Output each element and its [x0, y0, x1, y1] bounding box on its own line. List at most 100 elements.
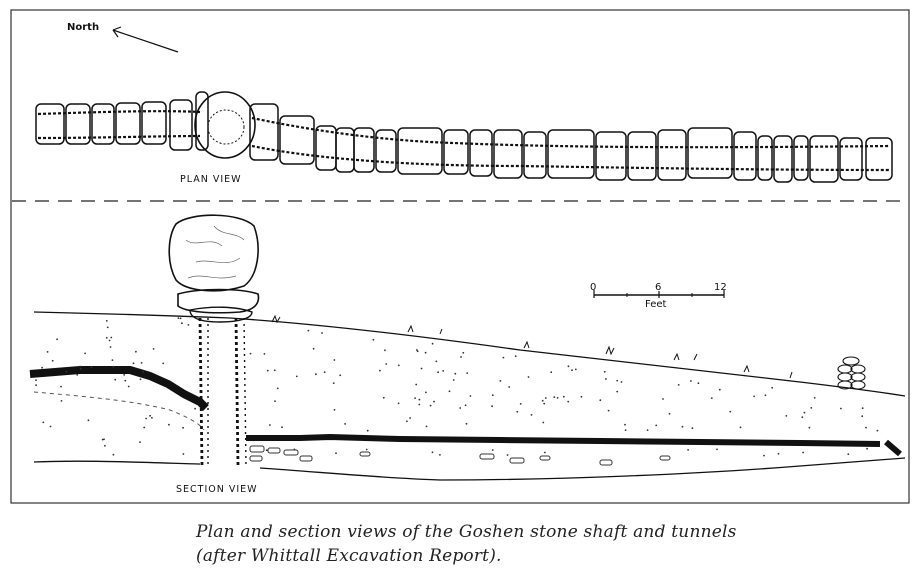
- soil-dot: [544, 451, 546, 454]
- soil-dot: [620, 381, 623, 383]
- soil-dot: [437, 371, 439, 374]
- soil-dot: [179, 317, 182, 320]
- shaft-inner: [207, 109, 245, 145]
- soil-dot: [397, 402, 400, 405]
- plan-stone-block: [757, 135, 773, 181]
- soil-dot: [177, 317, 180, 319]
- plan-stone-block: [493, 129, 523, 179]
- soil-dot: [810, 407, 813, 409]
- soil-dot: [861, 415, 864, 418]
- north-arrowhead: [112, 26, 122, 38]
- soil-dot: [269, 424, 271, 426]
- soil-dot: [168, 423, 170, 426]
- soil-dot: [372, 338, 375, 341]
- north-arrow: North: [67, 22, 179, 53]
- soil-dot: [764, 394, 767, 397]
- plan-stone-block: [839, 137, 863, 181]
- soil-dot: [266, 369, 269, 372]
- soil-dot: [49, 425, 52, 428]
- soil-dot: [108, 339, 111, 342]
- soil-dot: [41, 366, 43, 369]
- soil-dot: [599, 399, 602, 402]
- soil-dot: [142, 371, 145, 373]
- soil-stipple: [35, 317, 879, 457]
- soil-dot: [151, 417, 153, 419]
- section-bottom: [33, 457, 906, 481]
- soil-dot: [249, 352, 252, 355]
- tunnel-floor-stones: [249, 445, 671, 466]
- soil-dot: [605, 378, 607, 380]
- soil-dot: [607, 409, 610, 412]
- north-label: North: [67, 22, 99, 33]
- plan-stone-block: [375, 129, 397, 173]
- soil-dot: [263, 353, 266, 355]
- soil-dot: [135, 350, 137, 353]
- soil-dot: [514, 355, 517, 358]
- soil-dot: [127, 385, 130, 388]
- soil-dot: [785, 415, 788, 417]
- soil-dot: [406, 420, 408, 423]
- soil-dot: [567, 400, 570, 403]
- right-tunnel-roof: [246, 433, 881, 447]
- soil-dot: [385, 363, 388, 365]
- soil-dot: [112, 365, 115, 368]
- scale-tick-0: 0: [590, 282, 596, 293]
- soil-dot: [339, 374, 342, 377]
- plan-stone-block: [35, 103, 65, 145]
- soil-dot: [293, 448, 296, 451]
- soil-dot: [544, 397, 547, 399]
- caption-line-2: (after Whittall Excavation Report).: [196, 546, 502, 566]
- soil-dot: [265, 449, 268, 452]
- soil-dot: [491, 449, 494, 451]
- soil-dot: [687, 449, 689, 451]
- soil-dot: [409, 417, 411, 419]
- plan-stone-block: [523, 131, 547, 179]
- soil-dot: [624, 423, 626, 426]
- soil-dot: [464, 404, 467, 407]
- north-arrow-line: [112, 29, 179, 53]
- soil-dot: [323, 371, 326, 374]
- soil-dot: [382, 396, 385, 399]
- plan-stone-block: [773, 135, 793, 183]
- soil-dot: [344, 423, 346, 425]
- soil-dot: [415, 349, 418, 351]
- soil-dot: [502, 356, 505, 359]
- soil-dot: [182, 426, 185, 429]
- capstone: [168, 214, 259, 292]
- section-view-label: SECTION VIEW: [176, 484, 258, 495]
- plan-dotted-lines: [37, 110, 891, 172]
- soil-dot: [459, 407, 462, 409]
- soil-dot: [415, 383, 418, 386]
- scale-bar: 0 6 12 Feet: [590, 282, 727, 310]
- plan-stone-block: [595, 131, 627, 181]
- soil-dot: [124, 379, 127, 382]
- plan-stone-block: [91, 103, 115, 145]
- soil-dot: [452, 379, 455, 381]
- plan-stone-block: [687, 127, 733, 179]
- soil-dot: [435, 360, 438, 363]
- scale-tick-12: 12: [714, 282, 727, 293]
- soil-dot: [65, 370, 68, 373]
- soil-dot: [813, 397, 816, 399]
- soil-dot: [454, 372, 457, 375]
- soil-dot: [460, 356, 462, 358]
- soil-dot: [763, 454, 765, 457]
- soil-dot: [866, 447, 868, 450]
- soil-dot: [847, 453, 850, 456]
- soil-dot: [114, 378, 117, 381]
- plan-stone-block: [865, 137, 893, 181]
- plan-stone-block: [657, 129, 687, 181]
- soil-dot: [140, 362, 143, 364]
- soil-dot: [181, 322, 183, 325]
- section-shaft: [198, 317, 247, 467]
- soil-dot: [802, 451, 804, 454]
- soil-dot: [42, 421, 45, 424]
- soil-dot: [273, 369, 276, 372]
- soil-dot: [646, 429, 649, 431]
- soil-dot: [439, 454, 441, 456]
- soil-dot: [321, 332, 323, 334]
- soil-dot: [677, 384, 680, 386]
- soil-dot: [384, 349, 386, 352]
